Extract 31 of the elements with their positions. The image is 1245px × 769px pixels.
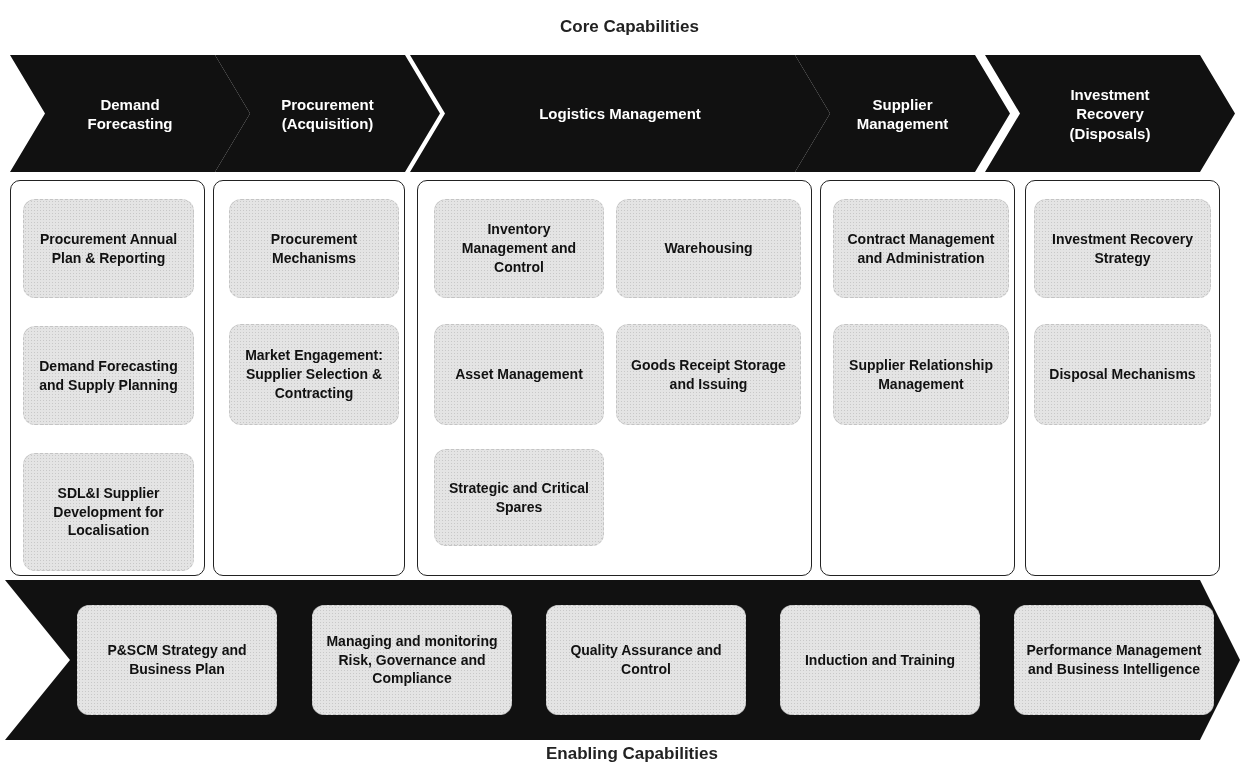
capability-box: Contract Management and Administration	[833, 199, 1009, 298]
capability-box: Induction and Training	[780, 605, 980, 715]
capability-box: Asset Management	[434, 324, 604, 425]
capability-box: Supplier Relationship Management	[833, 324, 1009, 425]
group-panel	[10, 180, 205, 576]
capability-box: Goods Receipt Storage and Issuing	[616, 324, 801, 425]
group-panel	[417, 180, 812, 576]
capability-box: Quality Assurance and Control	[546, 605, 746, 715]
header-text: Logistics Management	[539, 103, 701, 124]
header-text: Supplier Management	[855, 94, 950, 133]
group-panel	[1025, 180, 1220, 576]
capability-box: Disposal Mechanisms	[1034, 324, 1211, 425]
capability-box: Performance Management and Business Intelligence	[1014, 605, 1214, 715]
capability-box: Procurement Mechanisms	[229, 199, 399, 298]
capability-box: Demand Forecasting and Supply Planning	[23, 326, 194, 425]
capability-box: Procurement Annual Plan & Reporting	[23, 199, 194, 298]
capability-box: Managing and monitoring Risk, Governance and Compliance	[312, 605, 512, 715]
capability-box: Strategic and Critical Spares	[434, 449, 604, 546]
capability-box: Warehousing	[616, 199, 801, 298]
header-text: Procurement (Acquisition)	[280, 94, 375, 133]
header-text: Demand Forecasting	[86, 94, 174, 133]
header-text: Investment Recovery (Disposals)	[1068, 84, 1152, 143]
capability-box: Investment Recovery Strategy	[1034, 199, 1211, 298]
capability-box: Inventory Management and Control	[434, 199, 604, 298]
capability-box: SDL&I Supplier Development for Localisation	[23, 453, 194, 571]
section-title: Enabling Capabilities	[546, 744, 718, 764]
capability-box: P&SCM Strategy and Business Plan	[77, 605, 277, 715]
group-panel	[213, 180, 405, 576]
section-title: Core Capabilities	[560, 17, 699, 37]
capability-box: Market Engagement: Supplier Selection & Contracting	[229, 324, 399, 425]
group-panel	[820, 180, 1015, 576]
